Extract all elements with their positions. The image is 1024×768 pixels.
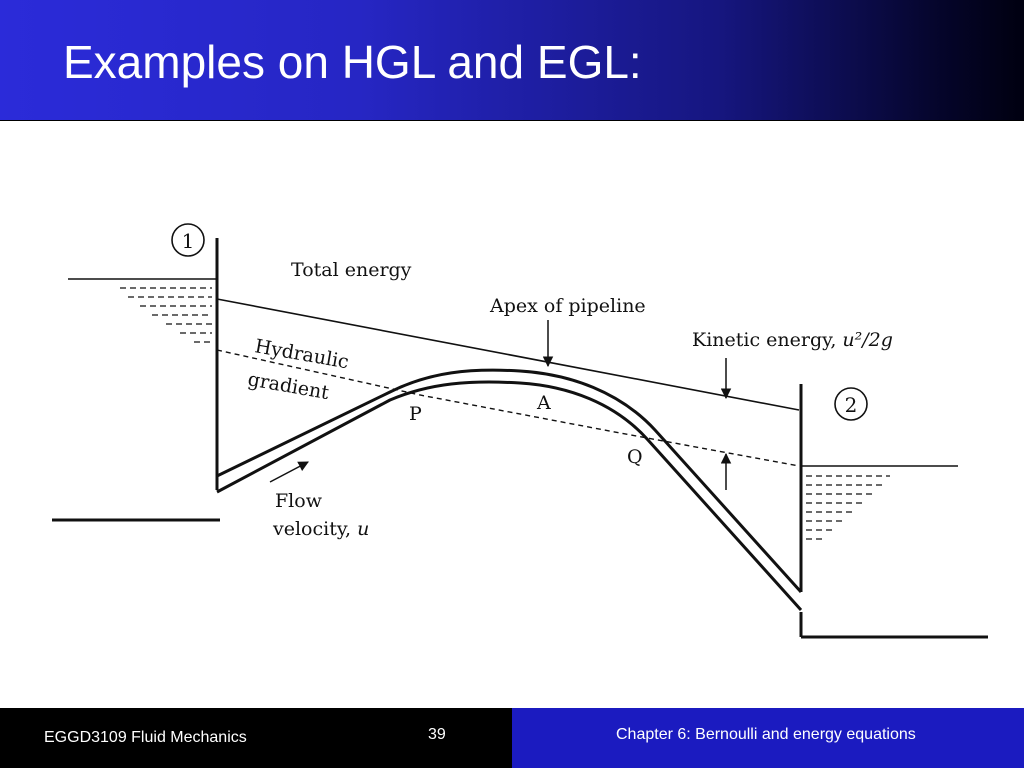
- right-reservoir: [799, 384, 988, 639]
- kinetic-energy-label: Kinetic energy, u²/2g: [692, 329, 893, 351]
- pipeline: [216, 368, 803, 612]
- point-a-label: A: [536, 392, 551, 414]
- section-1-label: 1: [182, 229, 195, 253]
- section-2-label: 2: [845, 393, 858, 417]
- flow-label-line2: velocity, u: [272, 518, 369, 540]
- hydraulic-gradient-line: [216, 349, 800, 467]
- pipe-upper-wall: [216, 368, 803, 594]
- footer-left-panel: EGGD3109 Fluid Mechanics 39: [0, 708, 512, 768]
- section-marker-2: 2: [834, 387, 868, 421]
- hgl-egl-diagram: 1 2 Total energy Apex of pipeline Kineti…: [52, 223, 988, 639]
- flow-direction-arrow: [269, 461, 309, 483]
- total-energy-label: Total energy: [291, 259, 412, 281]
- chapter-name: Chapter 6: Bernoulli and energy equation…: [616, 726, 916, 743]
- left-water-hatching: [120, 287, 212, 343]
- total-energy-line: [216, 298, 800, 411]
- title-bar: Examples on HGL and EGL:: [0, 0, 1024, 121]
- flow-label-line1: Flow: [275, 490, 323, 512]
- hydraulic-label-line2: gradient: [246, 368, 331, 404]
- hydraulic-label-line1: Hydraulic: [253, 335, 350, 373]
- footer: EGGD3109 Fluid Mechanics 39 Chapter 6: B…: [0, 708, 1024, 768]
- footer-right-panel: Chapter 6: Bernoulli and energy equation…: [512, 708, 1024, 768]
- point-p-label: P: [409, 403, 422, 425]
- course-name: EGGD3109 Fluid Mechanics: [44, 729, 247, 746]
- left-reservoir: [52, 238, 220, 522]
- point-q-label: Q: [627, 446, 643, 468]
- apex-label: Apex of pipeline: [489, 295, 646, 317]
- page-title: Examples on HGL and EGL:: [63, 36, 642, 88]
- section-marker-1: 1: [171, 223, 205, 257]
- page-number: 39: [428, 726, 446, 743]
- pipe-lower-wall: [216, 380, 803, 612]
- right-water-hatching: [806, 475, 890, 540]
